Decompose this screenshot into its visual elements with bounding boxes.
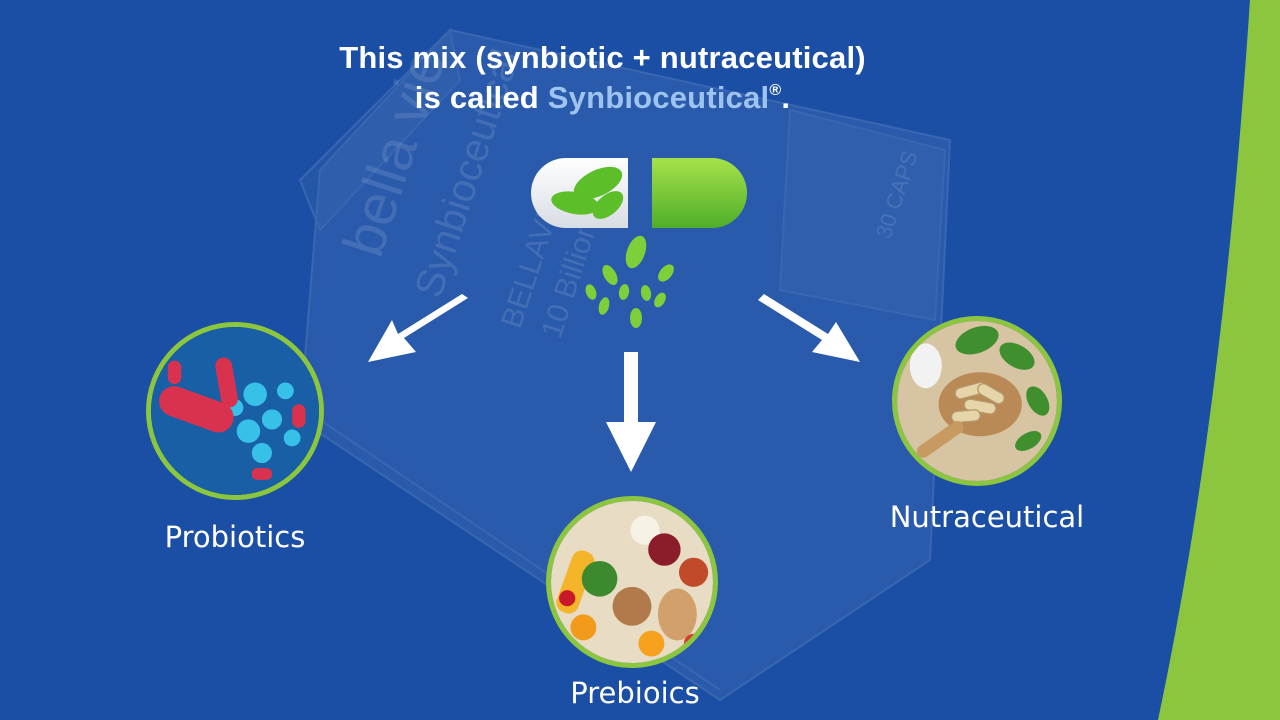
title-line2-prefix: is called xyxy=(414,80,548,115)
registered-mark: ® xyxy=(769,82,782,99)
brand-name: Synbioceutical xyxy=(547,80,770,115)
prebiotics-image xyxy=(546,496,718,668)
title-line1: This mix (synbiotic + nutraceutical) xyxy=(339,40,866,75)
nutraceutical-image xyxy=(892,316,1062,486)
probiotics-image xyxy=(146,322,324,500)
title-line2: is called Synbioceutical®. xyxy=(0,80,1205,116)
falling-leaves xyxy=(585,235,674,328)
leaf-icon xyxy=(551,166,624,219)
nutraceutical-label: Nutraceutical xyxy=(889,500,1085,534)
arrow-icon xyxy=(368,294,468,362)
probiotics-label: Probiotics xyxy=(164,520,306,554)
prebiotics-label: Prebioics xyxy=(570,676,700,710)
arrow-icon xyxy=(758,294,860,362)
arrow-icon xyxy=(606,352,656,472)
title-line2-suffix: . xyxy=(781,80,791,115)
